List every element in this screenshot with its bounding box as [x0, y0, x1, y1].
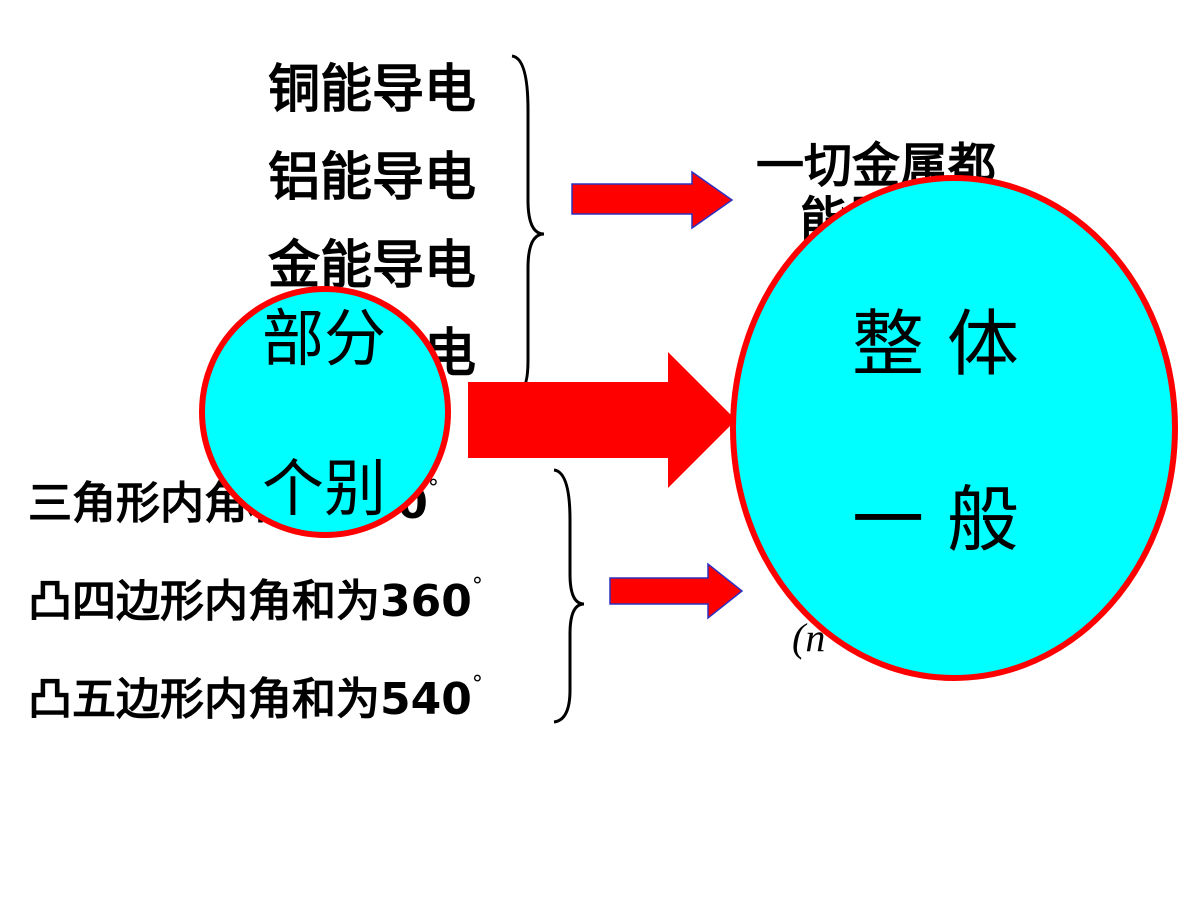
small-circle-top-label: 部分 [262, 302, 387, 375]
main-arrow [468, 352, 736, 488]
degree-symbol: ° [427, 476, 439, 501]
big-circle [730, 175, 1178, 681]
metal-statement-copper: 铜能导电 [268, 60, 477, 120]
metal-statement-gold: 金能导电 [268, 236, 477, 296]
small-circle-bottom-label: 个别 [262, 452, 387, 525]
polygon-arrow [609, 562, 744, 620]
degree-symbol: ° [471, 672, 483, 697]
metal-brace [511, 54, 545, 392]
small-circle [199, 286, 451, 538]
degree-symbol: ° [471, 574, 483, 599]
quadrilateral-angle-sum: 凸四边形内角和为360° [28, 574, 483, 627]
metal-arrow [571, 170, 734, 230]
big-circle-bottom-label: 一 般 [852, 478, 1019, 562]
polygon-brace [553, 468, 585, 724]
pentagon-angle-sum: 凸五边形内角和为540° [28, 672, 483, 725]
metal-statement-aluminum: 铝能导电 [268, 148, 477, 208]
big-circle-top-label: 整 体 [852, 302, 1019, 386]
